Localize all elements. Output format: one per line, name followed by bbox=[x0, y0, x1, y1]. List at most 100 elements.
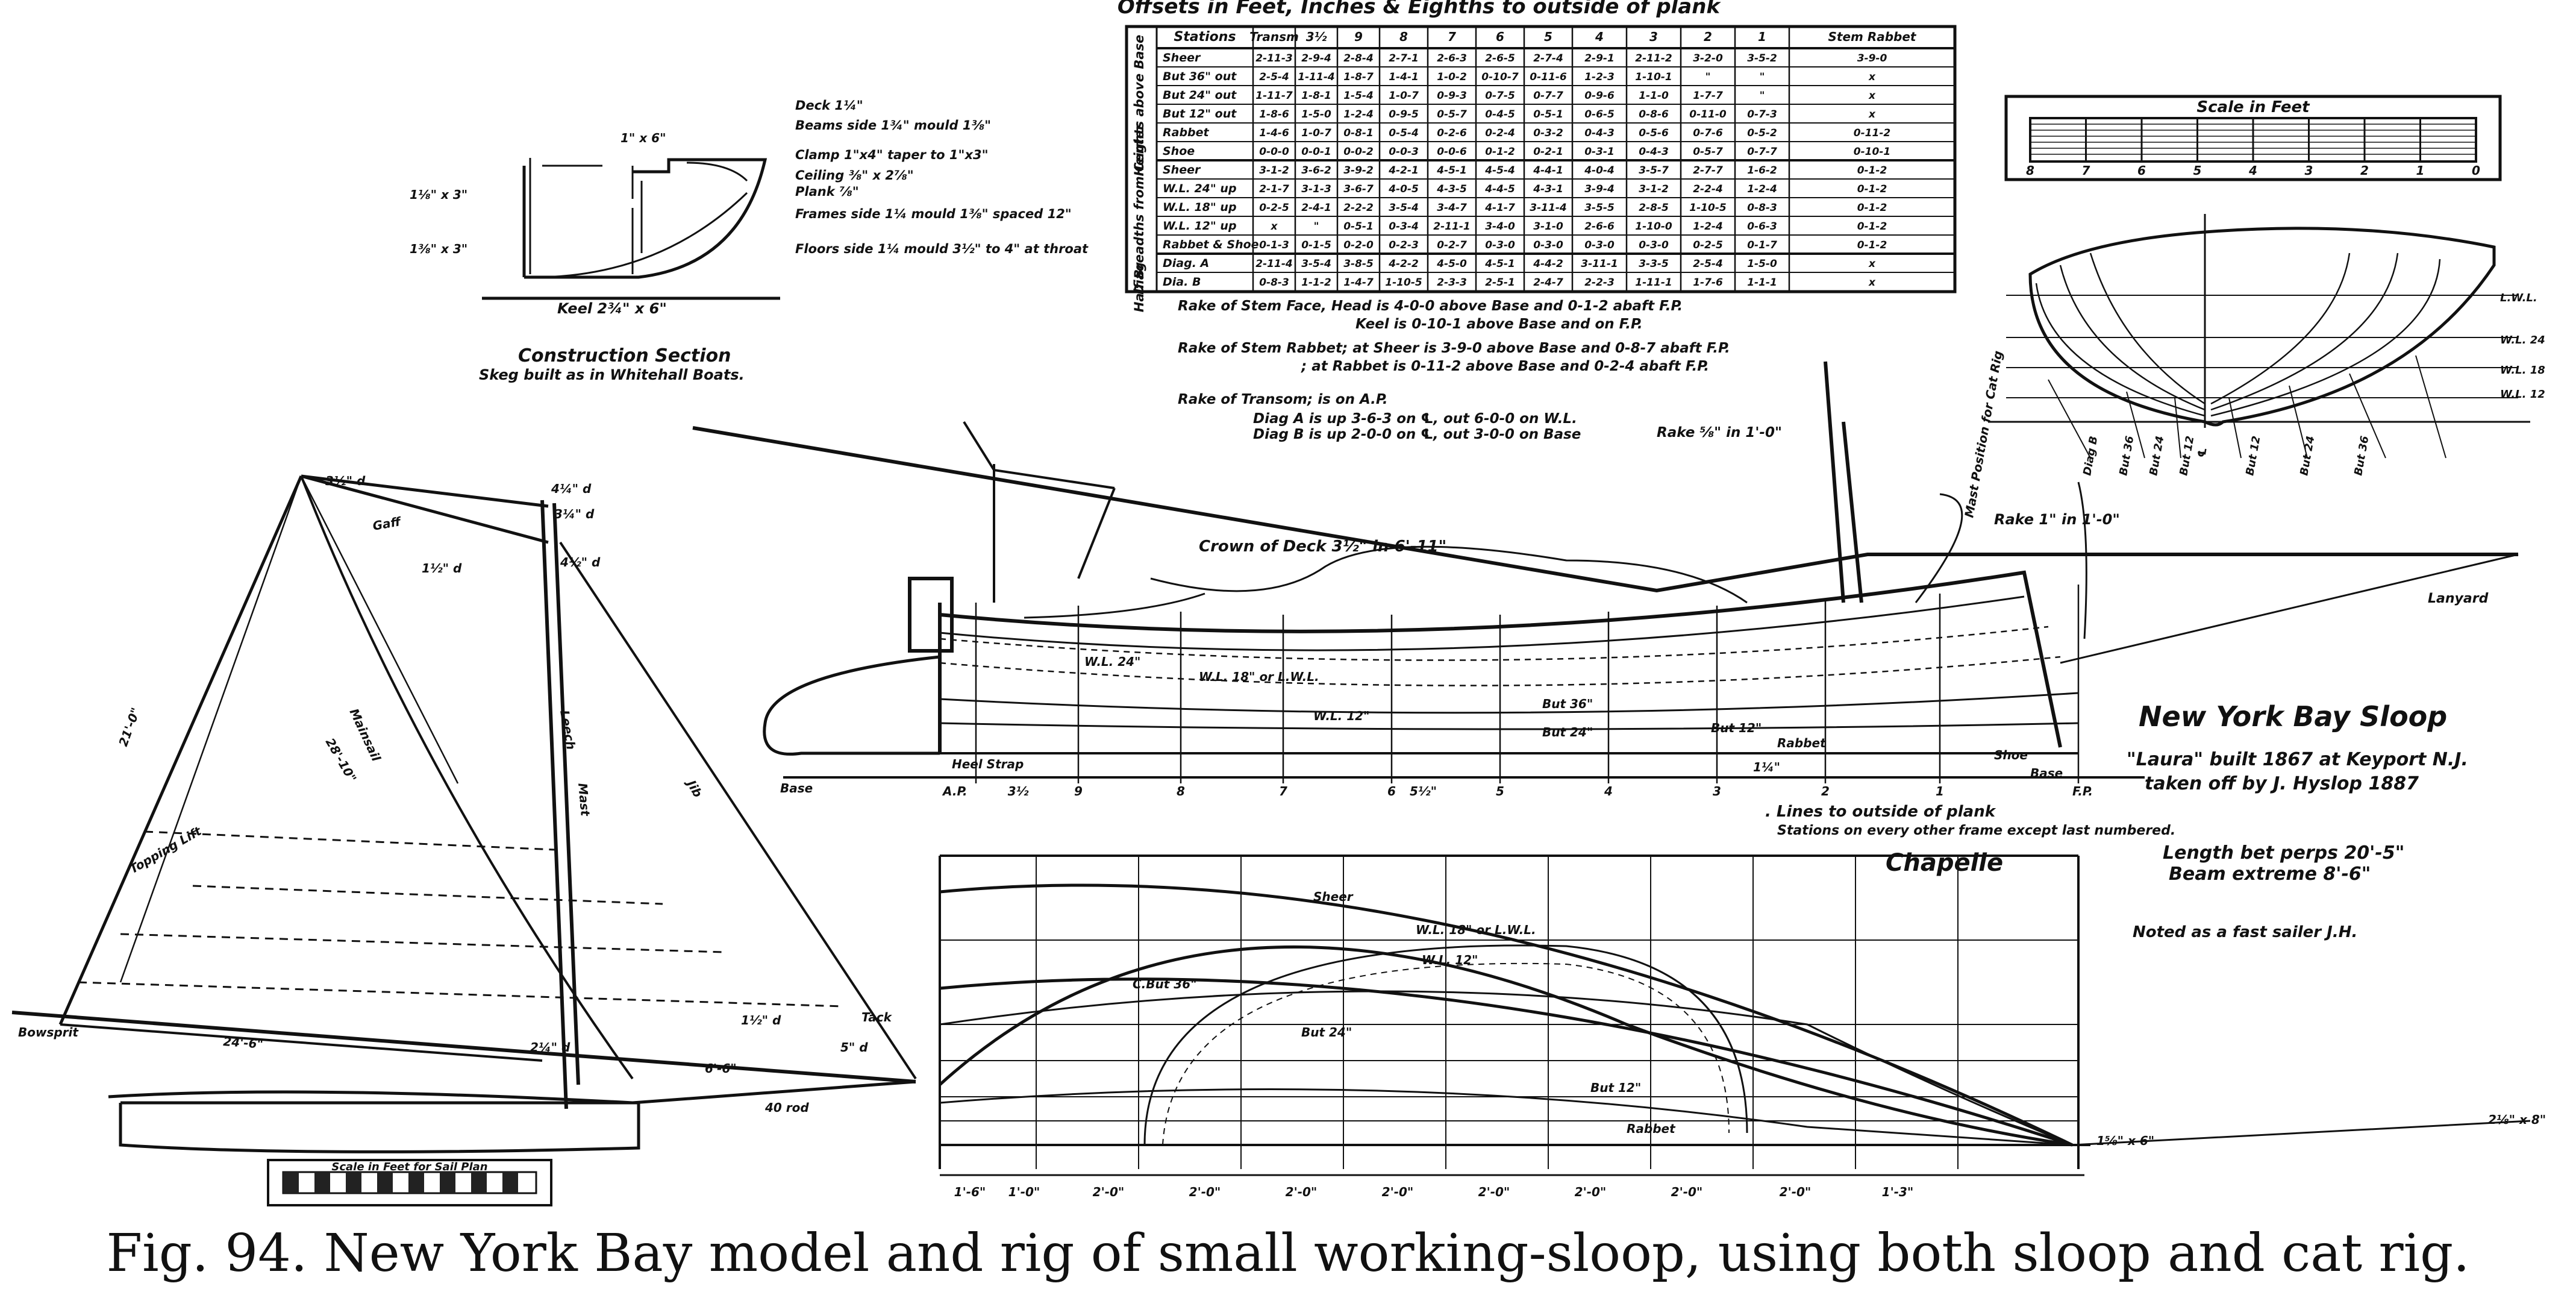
station-label: 3 bbox=[1713, 784, 1721, 798]
offset-cell: 3-11-1 bbox=[1581, 258, 1618, 270]
construction-note: Clamp 1"x4" taper to 1"x3" bbox=[795, 148, 989, 162]
offset-header: 7 bbox=[1448, 30, 1456, 44]
offset-cell: 0-3-0 bbox=[1485, 239, 1515, 251]
offset-cell: 3-1-3 bbox=[1301, 183, 1331, 195]
body-plan-label: But 12 bbox=[2243, 435, 2263, 477]
sail-label-jib: Jib bbox=[683, 776, 705, 800]
offset-cell: 1-10-5 bbox=[1689, 202, 1726, 214]
offset-cell: 2-5-4 bbox=[1693, 258, 1723, 270]
offset-cell: 3-9-4 bbox=[1584, 183, 1615, 195]
offset-cell: 3-5-4 bbox=[1389, 202, 1419, 214]
body-plan-label: W.L. 18 bbox=[2500, 364, 2545, 377]
offset-header: 3 bbox=[1649, 30, 1658, 44]
scale-tick-label: 3 bbox=[2305, 163, 2313, 178]
offset-cell: 0-3-0 bbox=[1584, 239, 1615, 251]
profile-label-rake: Rake 1" in 1'-0" bbox=[1994, 511, 2120, 528]
offset-cell: 0-6-5 bbox=[1584, 108, 1615, 121]
offset-cell: 4-4-1 bbox=[1533, 165, 1563, 177]
offset-cell: 0-0-2 bbox=[1343, 146, 1374, 158]
rake-note: Diag A is up 3-6-3 on ℄, out 6-0-0 on W.… bbox=[1253, 411, 1577, 427]
plan-label-sheer: Sheer bbox=[1313, 889, 1354, 904]
plan-label-wl12: W.L. 12" bbox=[1422, 953, 1478, 967]
construction-label-top: 1" x 6" bbox=[621, 131, 666, 145]
scale-title: Scale in Feet bbox=[2196, 98, 2310, 116]
station-label: 9 bbox=[1074, 784, 1083, 798]
offset-cell: 2-5-1 bbox=[1485, 277, 1515, 289]
offset-cell: 1-2-4 bbox=[1747, 183, 1777, 195]
sail-plan: Scale in Feet for Sail Plan GaffMainsail… bbox=[11, 474, 917, 1206]
offset-cell: x bbox=[1868, 90, 1876, 102]
offset-cell: " bbox=[1760, 71, 1765, 83]
offset-cell: 0-5-4 bbox=[1389, 127, 1419, 139]
plan-label-but24: But 24" bbox=[1301, 1025, 1352, 1040]
plan-dimension: 2'-0" bbox=[1575, 1185, 1607, 1199]
offset-cell: 4-4-2 bbox=[1533, 258, 1563, 270]
offset-row-label: Shoe bbox=[1163, 145, 1195, 158]
offset-header: 8 bbox=[1399, 30, 1408, 44]
title-length: Length bet perps 20'-5" bbox=[2163, 842, 2404, 864]
offset-cell: 3-1-2 bbox=[1639, 183, 1669, 195]
sail-label-d7: 2¼" d bbox=[530, 1040, 571, 1055]
plan-label-rabbet: Rabbet bbox=[1627, 1121, 1676, 1136]
sail-label-bowsprit: Bowsprit bbox=[18, 1025, 79, 1040]
station-label: 1 bbox=[1936, 784, 1944, 798]
body-plan-label: But 36 bbox=[2352, 435, 2371, 477]
offset-cell: 2-6-6 bbox=[1584, 221, 1615, 233]
offset-cell: 0-9-5 bbox=[1389, 108, 1419, 121]
offset-cell: 0-2-3 bbox=[1389, 239, 1419, 251]
offset-cell: 0-7-7 bbox=[1533, 90, 1563, 102]
station-label: 2 bbox=[1821, 784, 1830, 798]
offset-cell: 0-2-5 bbox=[1259, 202, 1289, 214]
sail-label-d4: 4½" d bbox=[560, 555, 601, 569]
offset-cell: 1-4-1 bbox=[1389, 71, 1419, 83]
offset-cell: 2-11-4 bbox=[1255, 258, 1292, 270]
offset-cell: 4-5-1 bbox=[1436, 165, 1467, 177]
offset-cell: 3-6-7 bbox=[1343, 183, 1374, 195]
construction-label-left2: 1⅜" x 3" bbox=[410, 242, 467, 256]
offset-row-label: W.L. 12" up bbox=[1163, 219, 1237, 233]
offset-cell: 3-4-7 bbox=[1437, 202, 1467, 214]
offset-header: 1 bbox=[1758, 30, 1766, 44]
offset-cell: 3-9-2 bbox=[1343, 165, 1374, 177]
offset-cell: 0-5-1 bbox=[1343, 221, 1374, 233]
profile-label-but24: But 24" bbox=[1542, 725, 1593, 739]
offset-cell: 1-5-4 bbox=[1343, 90, 1374, 102]
offset-cell: 1-6-2 bbox=[1747, 165, 1777, 177]
offset-cell: 4-5-1 bbox=[1484, 258, 1515, 270]
construction-keel: Keel 2¾" x 6" bbox=[557, 300, 667, 317]
offset-cell: 1-8-7 bbox=[1343, 71, 1374, 83]
offset-cell: 2-2-3 bbox=[1584, 277, 1615, 289]
offset-table: Offsets in Feet, Inches & Eighths to out… bbox=[1118, 0, 1957, 312]
sail-label-boom: 24'-6" bbox=[223, 1034, 264, 1052]
offset-cell: 2-9-1 bbox=[1584, 52, 1615, 64]
offset-cell: 0-8-3 bbox=[1747, 202, 1777, 214]
title-notes2: Stations on every other frame except las… bbox=[1777, 823, 2175, 838]
offset-cell: 0-2-5 bbox=[1693, 239, 1723, 251]
offset-cell: 0-11-6 bbox=[1530, 71, 1567, 83]
offset-cell: 0-0-0 bbox=[1259, 146, 1289, 158]
offset-cell: 0-10-7 bbox=[1481, 71, 1519, 83]
profile-label-wl12: W.L. 12" bbox=[1313, 709, 1369, 723]
offset-cell: 1-11-4 bbox=[1298, 71, 1334, 83]
construction-section: 1" x 6" 1⅛" x 3" 1⅜" x 3" Keel 2¾" x 6" … bbox=[410, 98, 1089, 383]
scale-tick-label: 2 bbox=[2360, 163, 2369, 178]
offset-cell: 1-5-0 bbox=[1747, 258, 1777, 270]
offset-row-label: Rabbet & Shoe bbox=[1163, 238, 1259, 251]
profile-label-dim2: 1¼" bbox=[1753, 760, 1780, 774]
offset-cell: 2-11-2 bbox=[1635, 52, 1672, 64]
offset-cell: 0-5-2 bbox=[1747, 127, 1777, 139]
title-notes: . Lines to outside of plank bbox=[1765, 803, 1996, 821]
offset-cell: 3-1-0 bbox=[1533, 221, 1563, 233]
construction-note: Plank ⅞" bbox=[795, 184, 859, 199]
offset-cell: 0-4-3 bbox=[1639, 146, 1669, 158]
offset-cell: 1-10-1 bbox=[1635, 71, 1672, 83]
offset-cell: x bbox=[1271, 221, 1278, 233]
offset-cell: 0-1-2 bbox=[1857, 221, 1887, 233]
offset-cell: 0-11-0 bbox=[1689, 108, 1727, 121]
sail-label-luff: 21'-0" bbox=[116, 706, 143, 748]
construction-note: Beams side 1¾" mould 1⅜" bbox=[795, 118, 991, 133]
station-label: 7 bbox=[1279, 784, 1287, 798]
offset-row-label: W.L. 18" up bbox=[1163, 201, 1237, 214]
offset-header: 2 bbox=[1704, 30, 1712, 44]
plan-dimension: 2'-0" bbox=[1671, 1185, 1703, 1199]
